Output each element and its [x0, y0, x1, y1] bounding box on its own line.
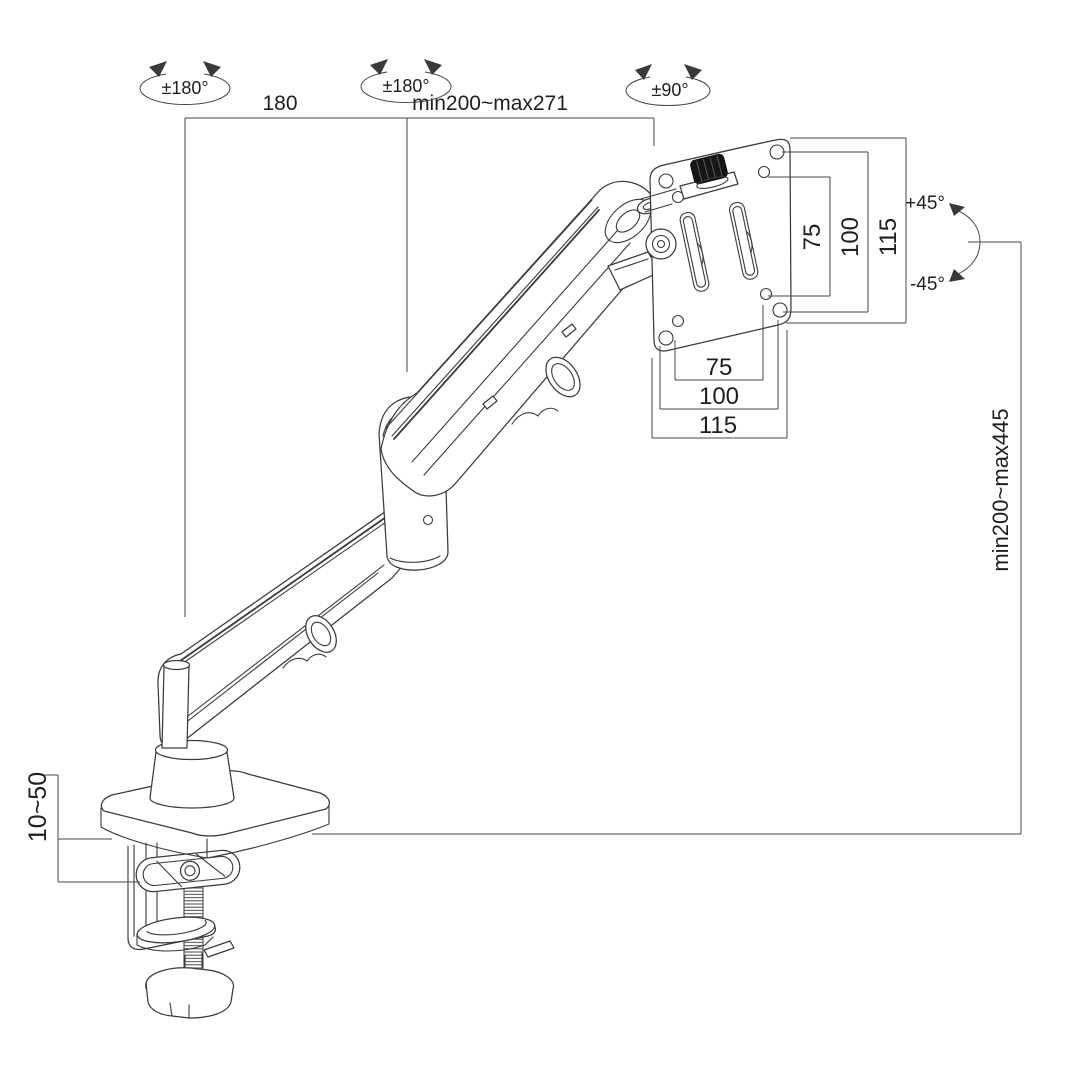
vesa-vertical-dimensions: 75 100 115: [768, 137, 907, 324]
vesa-hole: [658, 173, 674, 189]
rotation-elbow-label: ±180°: [382, 76, 429, 96]
vesa-horizontal-dimensions: 75 100 115: [651, 305, 788, 439]
upper-arm: [380, 180, 665, 497]
vesa-hole: [671, 314, 685, 328]
clamp-lower-bracket: [136, 916, 216, 944]
vesa-hole: [772, 302, 788, 318]
vesa-slot: [729, 201, 759, 280]
clamp-range-label: 10~50: [24, 772, 52, 842]
rotation-arc-elbow: ±180°: [360, 59, 452, 104]
vesa-v100-label: 100: [837, 217, 864, 257]
top-dimension: 180 min200~max271: [184, 92, 655, 617]
rotation-head-label: ±90°: [651, 80, 688, 100]
vesa-plate: [640, 138, 792, 352]
base-post: [161, 659, 191, 749]
desk-clamp: [127, 842, 241, 1019]
vesa-v115-label: 115: [875, 218, 902, 256]
cable-clip-upper: [545, 356, 581, 398]
tilt-up-label: +45°: [905, 193, 945, 214]
monitor-arm-drawing: [100, 138, 792, 1019]
elbow-screw: [422, 514, 434, 526]
vesa-h115-label: 115: [699, 412, 737, 439]
cable-clip-lower: [305, 615, 337, 653]
vesa-hole: [658, 330, 674, 346]
tilt-down-label: -45°: [910, 274, 945, 295]
lower-arm: [157, 499, 419, 749]
dim-front-arm-label: min200~max271: [412, 92, 568, 115]
vesa-hole: [759, 287, 773, 301]
vesa-h100-label: 100: [699, 383, 739, 410]
riser-column: [149, 739, 235, 809]
rotation-arc-head: ±90°: [625, 64, 711, 107]
tilt-annotation: +45° -45°: [905, 193, 1021, 295]
vesa-slot: [679, 211, 710, 292]
rotation-base-label: ±180°: [161, 78, 208, 98]
height-dimension: min200~max445: [312, 241, 1022, 835]
vesa-hole: [757, 165, 771, 179]
rotation-arc-base: ±180°: [139, 61, 231, 106]
tilt-pivot: [645, 228, 677, 260]
clamp-wing-knob: [145, 940, 235, 1019]
clamp-top-pad: [135, 849, 241, 893]
height-range-label: min200~max445: [988, 408, 1013, 571]
vesa-v75-label: 75: [799, 224, 826, 251]
dim-rear-arm-label: 180: [262, 92, 297, 115]
thumbscrew-knob: [690, 153, 729, 189]
dimension-annotations: 180 min200~max271 ±180° ±180° ±90°: [24, 59, 1022, 883]
clamp-dimension: 10~50: [24, 772, 140, 883]
vesa-h75-label: 75: [706, 354, 733, 381]
